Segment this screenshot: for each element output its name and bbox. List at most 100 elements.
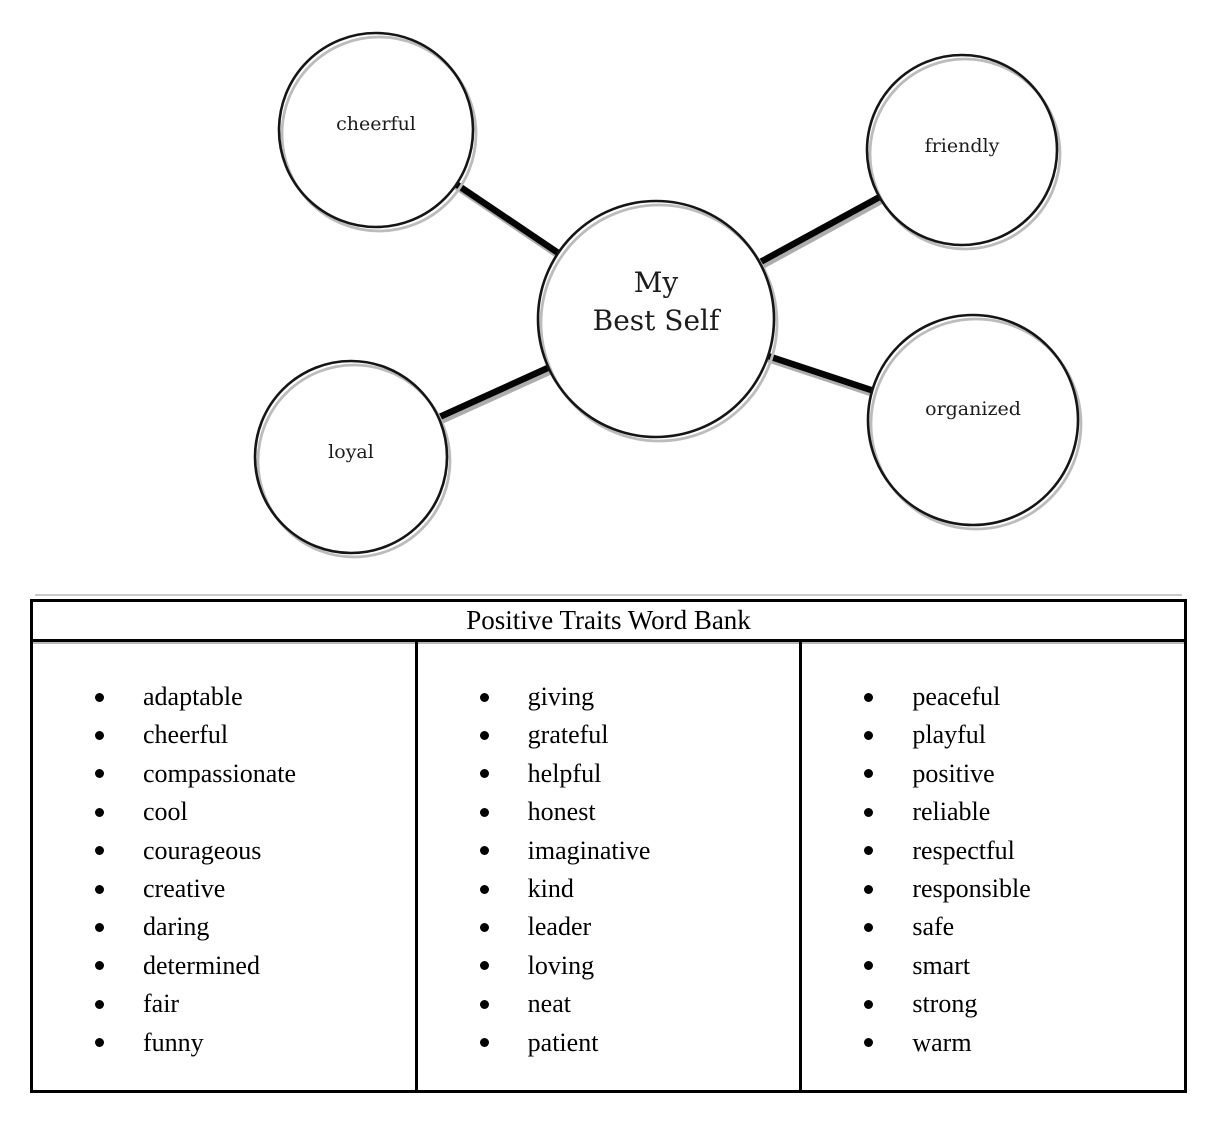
bullet-icon <box>95 961 104 971</box>
word-bank-word: cheerful <box>143 720 229 750</box>
word-bank-item: respectful <box>802 832 1184 870</box>
word-bank-item: imaginative <box>418 832 800 870</box>
word-bank-item: peaceful <box>802 678 1184 716</box>
word-bank-item: helpful <box>418 755 800 793</box>
bullet-icon <box>864 731 874 741</box>
word-bank-word: determined <box>143 950 260 980</box>
bullet-icon <box>864 999 874 1009</box>
word-bank-column-3: peaceful playful positive reliab <box>802 642 1184 1090</box>
bullet-icon <box>95 923 104 933</box>
word-bank-word: reliable <box>912 797 991 827</box>
word-bank-word: patient <box>527 1027 599 1057</box>
word-bank-item: fair <box>33 985 415 1023</box>
word-bank-word: strong <box>912 989 978 1019</box>
bullet-icon <box>479 961 489 971</box>
word-bank-word: leader <box>527 912 592 942</box>
best-self-diagram: cheerful friendly loyal organized <box>253 31 1083 559</box>
node-label-cheerful: cheerful <box>336 113 416 135</box>
word-bank-word: funny <box>143 1027 204 1057</box>
word-bank-word: respectful <box>912 835 1015 865</box>
bullet-icon <box>479 1038 489 1048</box>
word-bank-item: positive <box>802 755 1184 793</box>
word-bank-word: creative <box>143 873 226 903</box>
word-bank-word: cool <box>143 797 188 827</box>
diagram-node-center: My Best Self <box>536 199 779 443</box>
node-label-friendly: friendly <box>925 135 1000 157</box>
word-bank-word: courageous <box>143 835 262 865</box>
node-circle-shadow <box>539 203 779 443</box>
word-bank-item: strong <box>802 985 1184 1023</box>
word-bank-item: loving <box>418 947 800 985</box>
word-bank-word: imaginative <box>527 835 651 865</box>
diagram-node-organized: organized <box>866 313 1083 531</box>
bullet-icon <box>95 692 104 702</box>
word-bank-item: responsible <box>802 870 1184 908</box>
diagram-node-cheerful: cheerful <box>277 31 478 233</box>
node-label-organized: organized <box>925 398 1021 420</box>
bullet-icon <box>864 1038 874 1048</box>
bullet-icon <box>95 731 104 741</box>
node-circle-fill <box>538 201 774 437</box>
word-bank-word: smart <box>912 950 971 980</box>
word-bank-item: kind <box>418 870 800 908</box>
word-bank-column-2: giving grateful helpful honest <box>418 642 803 1090</box>
word-bank-item: adaptable <box>33 678 415 716</box>
node-circle-shadow <box>256 363 452 559</box>
word-bank-table: Positive Traits Word Bank adaptable chee… <box>30 594 1187 1093</box>
bullet-icon <box>864 692 874 702</box>
node-circle-outline <box>865 53 1059 247</box>
word-bank-item: determined <box>33 947 415 985</box>
word-bank-body: adaptable cheerful compassionate <box>33 642 1184 1090</box>
bullet-icon <box>864 846 874 856</box>
bullet-icon <box>864 923 874 933</box>
word-bank-item: leader <box>418 908 800 946</box>
node-circle-outline <box>277 31 475 229</box>
bullet-icon <box>95 769 104 779</box>
bullet-icon <box>864 769 874 779</box>
word-bank-column-1: adaptable cheerful compassionate <box>33 642 418 1090</box>
word-bank-item: playful <box>802 716 1184 754</box>
word-bank-word: peaceful <box>912 682 1001 711</box>
word-bank-word: playful <box>912 720 986 750</box>
word-bank-item: patient <box>418 1024 800 1062</box>
bullet-icon <box>95 807 104 817</box>
bullet-icon <box>479 846 489 856</box>
bullet-icon <box>864 807 874 817</box>
word-bank-word: kind <box>527 873 574 903</box>
bullet-icon <box>479 731 489 741</box>
word-bank-item: funny <box>33 1024 415 1062</box>
word-bank-item: compassionate <box>33 755 415 793</box>
bullet-icon <box>95 999 104 1009</box>
word-bank-item: cool <box>33 793 415 831</box>
word-bank-word: adaptable <box>143 682 243 711</box>
node-circle-fill <box>255 361 447 553</box>
word-bank-word: honest <box>527 797 596 827</box>
bullet-icon <box>864 884 874 894</box>
bullet-icon <box>479 807 489 817</box>
word-bank-item: grateful <box>418 716 800 754</box>
word-bank-word: responsible <box>912 873 1031 903</box>
node-circle-shadow <box>868 57 1062 251</box>
diagram-node-friendly: friendly <box>865 53 1062 251</box>
word-bank-item: honest <box>418 793 800 831</box>
node-circle-shadow <box>869 317 1083 531</box>
word-bank-item: warm <box>802 1024 1184 1062</box>
bullet-icon <box>479 999 489 1009</box>
word-bank-word: helpful <box>527 758 602 788</box>
word-bank-word: safe <box>912 912 955 942</box>
center-label-line1: My <box>634 266 679 299</box>
word-bank-word: compassionate <box>143 758 297 788</box>
node-circle-fill <box>279 33 473 227</box>
word-bank-item: creative <box>33 870 415 908</box>
bullet-icon <box>95 1038 104 1048</box>
word-bank-word: neat <box>527 989 571 1019</box>
node-label-loyal: loyal <box>328 441 374 463</box>
word-bank-word: positive <box>912 758 995 788</box>
bullet-icon <box>95 884 104 894</box>
bullet-icon <box>479 884 489 894</box>
bullet-icon <box>95 846 104 856</box>
word-bank-item: safe <box>802 908 1184 946</box>
word-bank-word: giving <box>527 682 595 711</box>
node-circle-outline <box>536 199 776 439</box>
